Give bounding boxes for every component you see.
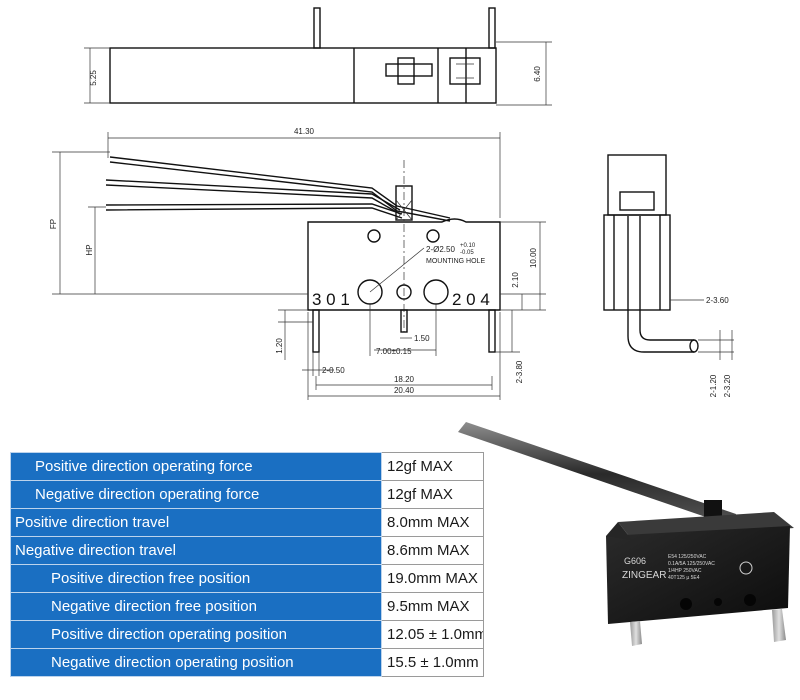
product-photo: G606 ZINGEAR E54 125/250VAC 0.1A/5A 125/… [458, 422, 794, 646]
product-rating-3: 1/4HP 250VAC [668, 568, 702, 574]
pin-labels-right: 2 0 4 [452, 290, 490, 309]
mounting-hole-spec: 2-Ø2.50 [426, 245, 455, 254]
spec-value: 19.0mm MAX [381, 564, 484, 593]
dim-20-40: 20.40 [394, 386, 415, 395]
mounting-hole-tol-plus: +0.10 [460, 243, 476, 249]
spec-label: Negative direction operating position [10, 648, 382, 677]
spec-label: Negative direction travel [10, 536, 382, 565]
spec-label: Positive direction travel [10, 508, 382, 537]
dim-6-40: 6.40 [533, 66, 542, 82]
dim-2-0-50: 2-0.50 [322, 366, 345, 375]
spec-label: Negative direction free position [10, 592, 382, 621]
table-row: Negative direction free position 9.5mm M… [10, 592, 484, 621]
dim-18-20: 18.20 [394, 375, 415, 384]
product-model: G606 [624, 556, 646, 566]
spec-label: Negative direction operating force [10, 480, 382, 509]
front-view: 41.30 3 0 1 2 0 4 2-Ø2.50 +0.10 -0.05 [49, 127, 546, 400]
table-row: Positive direction operating force 12gf … [10, 452, 484, 481]
dim-hp: HP [85, 244, 94, 255]
mounting-hole-tol-minus: -0.05 [460, 250, 474, 256]
product-brand: ZINGEAR [622, 570, 666, 581]
side-view: 2-3.60 2-1.20 2-3.20 [603, 154, 734, 397]
terminal-right [772, 609, 786, 642]
dim-5-25: 5.25 [89, 70, 98, 86]
dim-1-50: 1.50 [414, 334, 430, 343]
switch-body [606, 526, 790, 624]
spec-value: 12gf MAX [381, 452, 484, 481]
dim-41-30: 41.30 [294, 127, 315, 136]
spec-value: 15.5 ± 1.0mm [381, 648, 484, 677]
table-row: Positive direction operating position 12… [10, 620, 484, 649]
lever-arm [458, 422, 736, 526]
cert-logo-icon [739, 561, 753, 575]
table-row: Negative direction operating position 15… [10, 648, 484, 677]
dim-2-10: 2.10 [511, 272, 520, 288]
dim-2-3-60: 2-3.60 [706, 296, 729, 305]
spec-table: Positive direction operating force 12gf … [10, 452, 484, 677]
spec-value: 12.05 ± 1.0mm [381, 620, 484, 649]
technical-drawing: 5.25 6.40 41.30 [49, 7, 734, 400]
spec-label: Positive direction operating position [10, 620, 382, 649]
table-row: Positive direction travel 8.0mm MAX [10, 508, 484, 537]
dim-2-1-20: 2-1.20 [709, 374, 718, 397]
product-rating-4: 40T125 µ 5E4 [668, 575, 700, 581]
spec-label: Positive direction operating force [10, 452, 382, 481]
table-row: Negative direction travel 8.6mm MAX [10, 536, 484, 565]
spec-value: 8.6mm MAX [381, 536, 484, 565]
table-row: Positive direction free position 19.0mm … [10, 564, 484, 593]
terminal-left [630, 621, 642, 646]
dim-2-3-80: 2-3.80 [515, 360, 524, 383]
dim-10-00: 10.00 [529, 247, 538, 268]
dim-2-3-20: 2-3.20 [723, 374, 732, 397]
table-row: Negative direction operating force 12gf … [10, 480, 484, 509]
mounting-hole-label: MOUNTING HOLE [426, 258, 485, 265]
dim-1-20: 1.20 [275, 338, 284, 354]
product-rating-2: 0.1A/5A 125/250VAC [668, 561, 715, 567]
spec-label: Positive direction free position [10, 564, 382, 593]
spec-value: 8.0mm MAX [381, 508, 484, 537]
dim-7-00: 7.00±0.15 [376, 347, 412, 356]
top-view: 5.25 6.40 [84, 7, 552, 106]
spec-value: 9.5mm MAX [381, 592, 484, 621]
dim-fp: FP [49, 219, 58, 229]
pin-labels-left: 3 0 1 [312, 290, 350, 309]
product-rating-1: E54 125/250VAC [668, 554, 707, 560]
